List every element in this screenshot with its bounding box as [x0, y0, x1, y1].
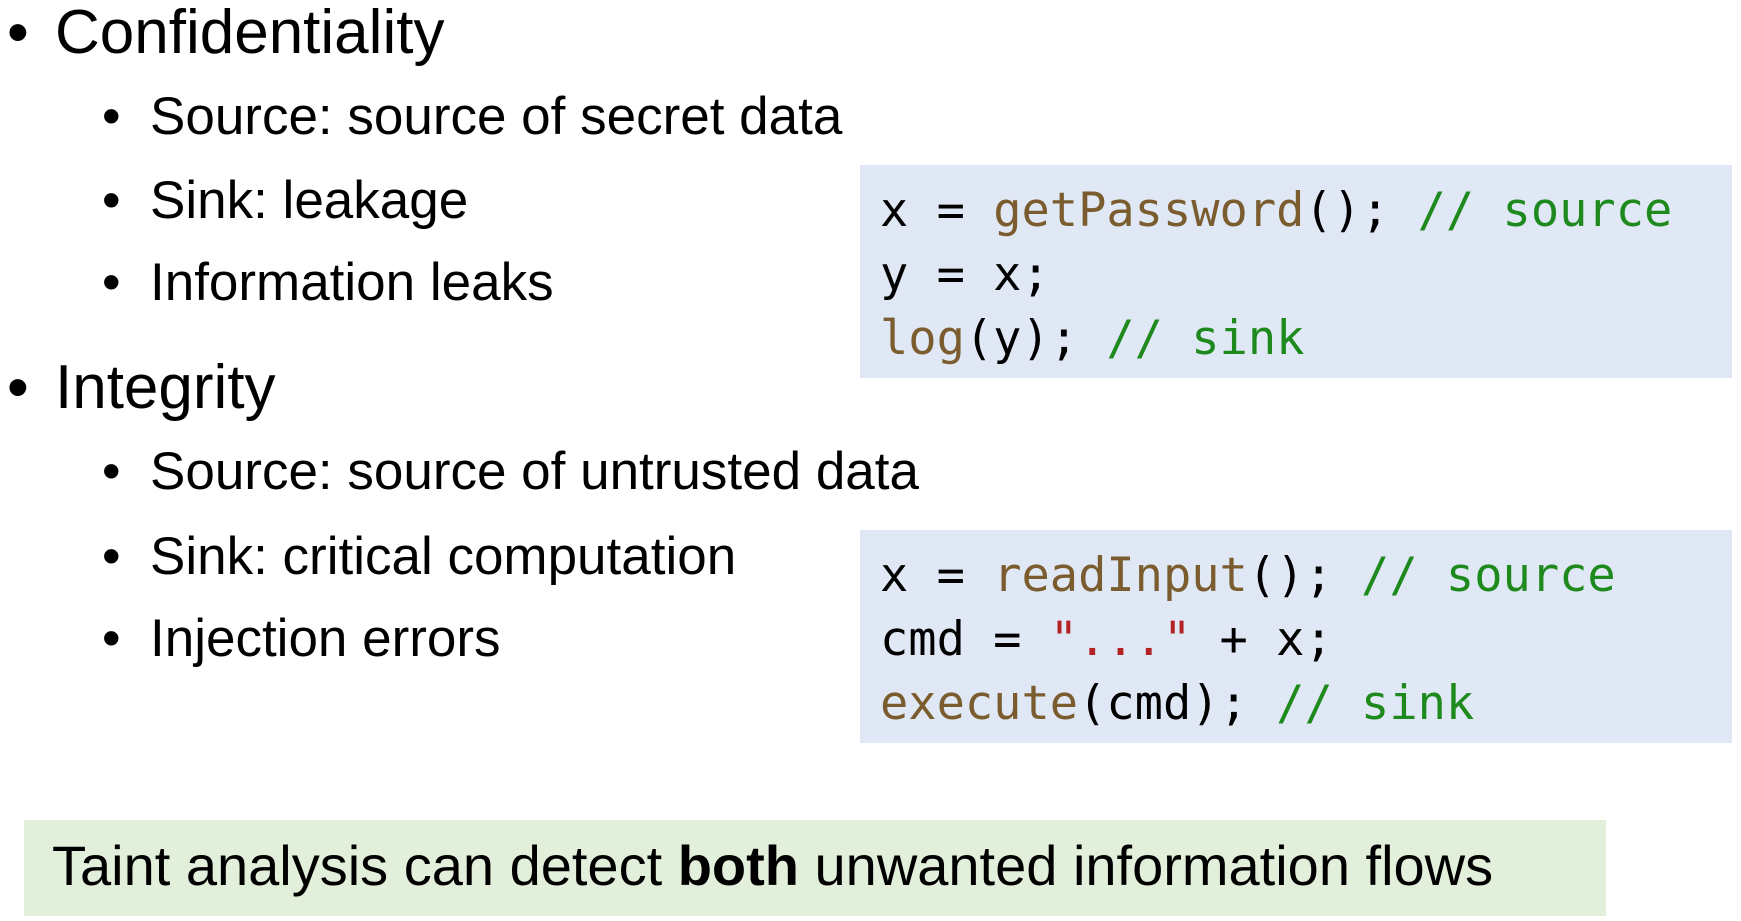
integrity-item-source: • Source: source of untrusted data	[102, 442, 919, 501]
bullet-dot: •	[102, 442, 121, 501]
bullet-dot: •	[102, 253, 121, 312]
code-token-fn: readInput	[993, 548, 1248, 603]
code-token-plain: x =	[880, 183, 994, 238]
code-token-string: "..."	[1049, 612, 1192, 667]
code-token-plain: y = x;	[880, 247, 1050, 302]
code-token-comment: // sink	[1106, 311, 1305, 366]
bullet-dot: •	[7, 353, 29, 422]
code-token-fn: log	[880, 311, 965, 366]
heading-integrity: • Integrity	[7, 357, 276, 419]
integrity-item-sink: • Sink: critical computation	[102, 527, 737, 586]
confidentiality-item-sink: • Sink: leakage	[102, 171, 469, 230]
integrity-item-text: Injection errors	[150, 609, 501, 668]
summary-text-after: unwanted information flows	[798, 834, 1494, 897]
heading-confidentiality-text: Confidentiality	[55, 0, 445, 67]
integrity-item-text: Sink: critical computation	[150, 527, 737, 586]
code-token-plain: (cmd);	[1078, 676, 1277, 731]
code-token-fn: execute	[880, 676, 1079, 731]
code-line: execute(cmd); // sink	[880, 672, 1732, 736]
code-line: log(y); // sink	[880, 307, 1732, 371]
integrity-item-text: Source: source of untrusted data	[150, 442, 919, 501]
bullet-dot: •	[102, 87, 121, 146]
code-token-plain: x =	[880, 548, 994, 603]
confidentiality-item-text: Source: source of secret data	[150, 87, 843, 146]
summary-box: Taint analysis can detect both unwanted …	[24, 820, 1606, 916]
summary-text-before: Taint analysis can detect	[52, 834, 678, 897]
code-token-plain: cmd =	[880, 612, 1050, 667]
bullet-dot: •	[7, 0, 29, 67]
confidentiality-item-source: • Source: source of secret data	[102, 87, 843, 146]
integrity-item-injection: • Injection errors	[102, 609, 501, 668]
code-line: cmd = "..." + x;	[880, 608, 1732, 672]
bullet-dot: •	[102, 609, 121, 668]
code-token-comment: // sink	[1276, 676, 1475, 731]
code-token-plain: (y);	[964, 311, 1107, 366]
code-token-comment: // source	[1417, 183, 1673, 238]
code-token-plain: ();	[1247, 548, 1362, 603]
heading-confidentiality: • Confidentiality	[7, 0, 445, 67]
confidentiality-item-text: Sink: leakage	[150, 171, 469, 230]
code-token-comment: // source	[1361, 548, 1616, 603]
confidentiality-item-text: Information leaks	[150, 253, 554, 312]
code-line: y = x;	[880, 243, 1732, 307]
confidentiality-code-box: x = getPassword(); // source y = x; log(…	[860, 165, 1732, 378]
code-token-plain: + x;	[1191, 612, 1333, 667]
summary-text-bold: both	[677, 834, 799, 897]
code-token-fn: getPassword	[993, 183, 1305, 238]
bullet-dot: •	[102, 527, 121, 586]
code-line: x = getPassword(); // source	[880, 179, 1732, 243]
integrity-code-box: x = readInput(); // source cmd = "..." +…	[860, 530, 1732, 743]
code-line: x = readInput(); // source	[880, 544, 1732, 608]
heading-integrity-text: Integrity	[55, 353, 276, 422]
bullet-dot: •	[102, 171, 121, 230]
code-token-plain: ();	[1304, 183, 1418, 238]
confidentiality-item-leaks: • Information leaks	[102, 253, 554, 312]
